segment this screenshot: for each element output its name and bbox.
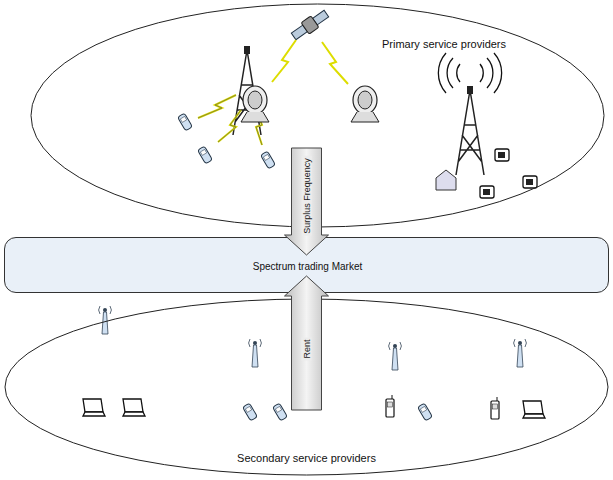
arrow-label: Rent [302, 337, 312, 360]
region-label: Spectrum trading Market [253, 261, 363, 272]
block-arrow [285, 148, 329, 255]
region-label: Secondary service providers [237, 452, 376, 464]
block-arrow [285, 276, 329, 410]
arrow-label: Surplus Frequency [301, 156, 311, 236]
region-label: Primary service providers [382, 38, 506, 50]
